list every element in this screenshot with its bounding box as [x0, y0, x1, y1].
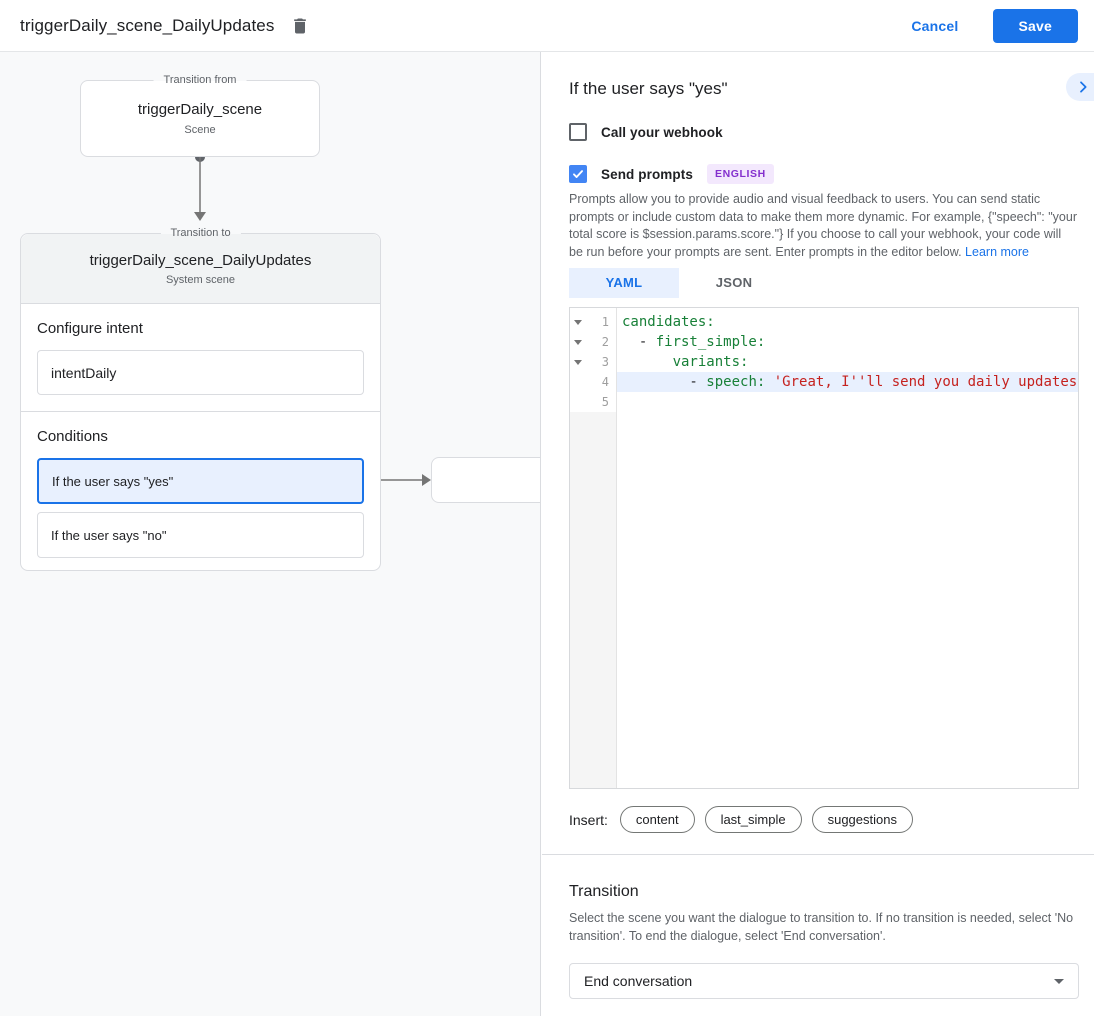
code-line[interactable]: candidates:	[617, 312, 1078, 332]
code-line[interactable]: - first_simple:	[617, 332, 1078, 352]
to-scene-type: System scene	[165, 273, 236, 286]
code-token	[622, 354, 673, 370]
top-bar: triggerDaily_scene_DailyUpdates Cancel S…	[0, 0, 1094, 52]
intent-name: intentDaily	[51, 364, 117, 381]
line-number: 5	[601, 395, 609, 409]
code-token: candidates:	[622, 314, 715, 330]
insert-label: Insert:	[569, 811, 608, 828]
transition-from-legend: Transition from	[153, 73, 247, 88]
code-token: -	[622, 374, 707, 390]
collapse-icon[interactable]	[570, 320, 585, 325]
condition-label: If the user says "no"	[51, 527, 167, 543]
intent-item[interactable]: intentDaily	[37, 350, 364, 395]
to-scene-name: triggerDaily_scene_DailyUpdates	[89, 251, 312, 269]
transition-to-card: Transition to triggerDaily_scene_DailyUp…	[20, 226, 381, 571]
collapse-icon[interactable]	[570, 360, 585, 365]
code-token: -	[622, 334, 656, 350]
transition-section-title: Transition	[569, 883, 639, 900]
editor-code-rows[interactable]: candidates: - first_simple: variants: - …	[617, 308, 1078, 788]
gutter-row: 1	[570, 312, 616, 332]
conditions-label: Conditions	[37, 428, 108, 445]
collapse-icon[interactable]	[570, 340, 585, 345]
code-token: speech:	[706, 374, 766, 390]
transition-from-node[interactable]: Transition from triggerDaily_scene Scene	[80, 73, 320, 157]
line-number: 1	[601, 315, 609, 329]
condition-target-node[interactable]	[431, 457, 540, 503]
webhook-row: Call your webhook	[569, 123, 1078, 141]
send-prompts-row: Send prompts ENGLISH	[569, 164, 1078, 184]
insert-last_simple-button[interactable]: last_simple	[704, 806, 802, 833]
code-line[interactable]: - speech: 'Great, I''ll send you daily u…	[617, 372, 1078, 392]
code-token: first_simple:	[655, 334, 766, 350]
condition-label: If the user says "yes"	[52, 473, 174, 489]
code-token: 'Great, I''ll send you daily updates.	[773, 374, 1078, 390]
chevron-right-icon	[1075, 79, 1091, 95]
insert-suggestions-button[interactable]: suggestions	[811, 806, 913, 833]
tab-yaml[interactable]: YAML	[569, 268, 679, 298]
prompt-code-editor[interactable]: 1 2 3 4 5 candidates: - first_simple: varian…	[569, 307, 1079, 789]
page-title: triggerDaily_scene_DailyUpdates	[20, 15, 275, 35]
check-icon	[571, 167, 585, 181]
tab-json[interactable]: JSON	[715, 275, 753, 290]
send-prompts-checkbox[interactable]	[569, 165, 587, 183]
scene-flow-canvas: Transition from triggerDaily_scene Scene…	[0, 52, 541, 1016]
to-scene-header[interactable]: triggerDaily_scene_DailyUpdates System s…	[21, 234, 380, 304]
line-number: 4	[601, 375, 609, 389]
send-prompts-label: Send prompts	[601, 166, 693, 182]
insert-content-button[interactable]: content	[619, 806, 695, 833]
language-badge: ENGLISH	[706, 164, 774, 184]
save-button[interactable]: Save	[992, 8, 1078, 43]
code-token: variants:	[672, 354, 749, 370]
webhook-label: Call your webhook	[601, 124, 723, 140]
transition-description: Select the scene you want the dialogue t…	[569, 911, 1074, 943]
delete-button[interactable]	[286, 12, 314, 40]
configure-intent-label: Configure intent	[37, 320, 143, 337]
condition-item-no[interactable]: If the user says "no"	[37, 512, 364, 558]
prompts-description-text: Prompts allow you to provide audio and v…	[569, 192, 1077, 259]
code-line[interactable]	[617, 392, 1078, 412]
gutter-row: 4	[570, 372, 616, 392]
learn-more-link[interactable]: Learn more	[965, 244, 1029, 259]
insert-pills: content last_simple suggestions	[619, 806, 923, 833]
transition-select[interactable]: End conversation	[569, 963, 1079, 999]
to-scene-body: Configure intent intentDaily Conditions …	[21, 320, 380, 558]
prompts-description: Prompts allow you to provide audio and v…	[569, 191, 1078, 261]
editor-gutter-rows: 1 2 3 4 5	[570, 308, 616, 412]
insert-row: Insert: content last_simple suggestions	[569, 806, 1078, 833]
gutter-row: 5	[570, 392, 616, 412]
gutter-row: 3	[570, 352, 616, 372]
cancel-button[interactable]: Cancel	[899, 10, 970, 42]
gutter-row: 2	[570, 332, 616, 352]
card-divider	[21, 411, 380, 412]
panel-divider	[542, 854, 1094, 855]
code-token	[765, 374, 773, 390]
trash-icon	[290, 16, 310, 36]
condition-title: If the user says "yes"	[569, 79, 728, 98]
line-number: 2	[601, 335, 609, 349]
collapse-panel-button[interactable]	[1066, 73, 1094, 101]
line-number: 3	[601, 355, 609, 369]
transition-select-value: End conversation	[584, 973, 693, 989]
editor-gutter: 1 2 3 4 5	[570, 308, 617, 788]
dropdown-caret-icon	[1054, 979, 1064, 984]
from-scene-type: Scene	[184, 124, 216, 136]
webhook-checkbox[interactable]	[569, 123, 587, 141]
code-line[interactable]: variants:	[617, 352, 1078, 372]
condition-detail-panel: If the user says "yes" Call your webhook…	[542, 52, 1094, 1016]
editor-format-tabs: YAML JSON	[569, 268, 1078, 298]
condition-item-yes[interactable]: If the user says "yes"	[37, 458, 364, 504]
transition-to-legend: Transition to	[160, 226, 241, 241]
from-scene-name: triggerDaily_scene	[137, 101, 263, 118]
